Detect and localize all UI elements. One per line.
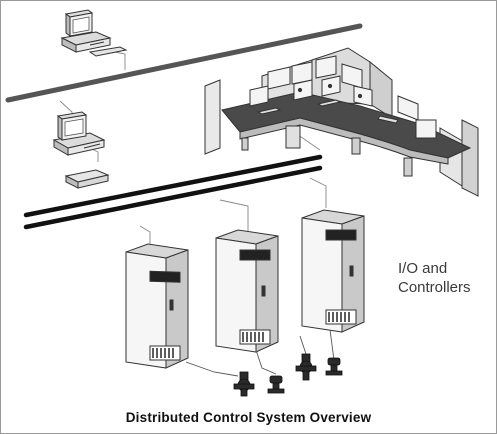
valve-icon (295, 353, 317, 381)
io-label-line2: Controllers (398, 279, 471, 296)
workstation-middle (52, 111, 110, 189)
control-room-console (204, 47, 479, 197)
field-device-wires (185, 329, 335, 377)
io-label-line1: I/O and (398, 260, 448, 277)
valve-icon (233, 371, 255, 397)
io-cabinet-right (301, 209, 365, 333)
io-cabinet-left (125, 243, 189, 369)
network-bus-upper (5, 23, 363, 103)
io-controllers-label: I/O and Controllers (398, 259, 471, 297)
transmitter-icon (267, 375, 285, 394)
io-cabinet-middle (215, 229, 279, 353)
diagram-caption: Distributed Control System Overview (125, 410, 372, 425)
transmitter-icon (325, 357, 343, 376)
network-bus-lower (23, 154, 323, 230)
workstation-top (60, 9, 128, 57)
